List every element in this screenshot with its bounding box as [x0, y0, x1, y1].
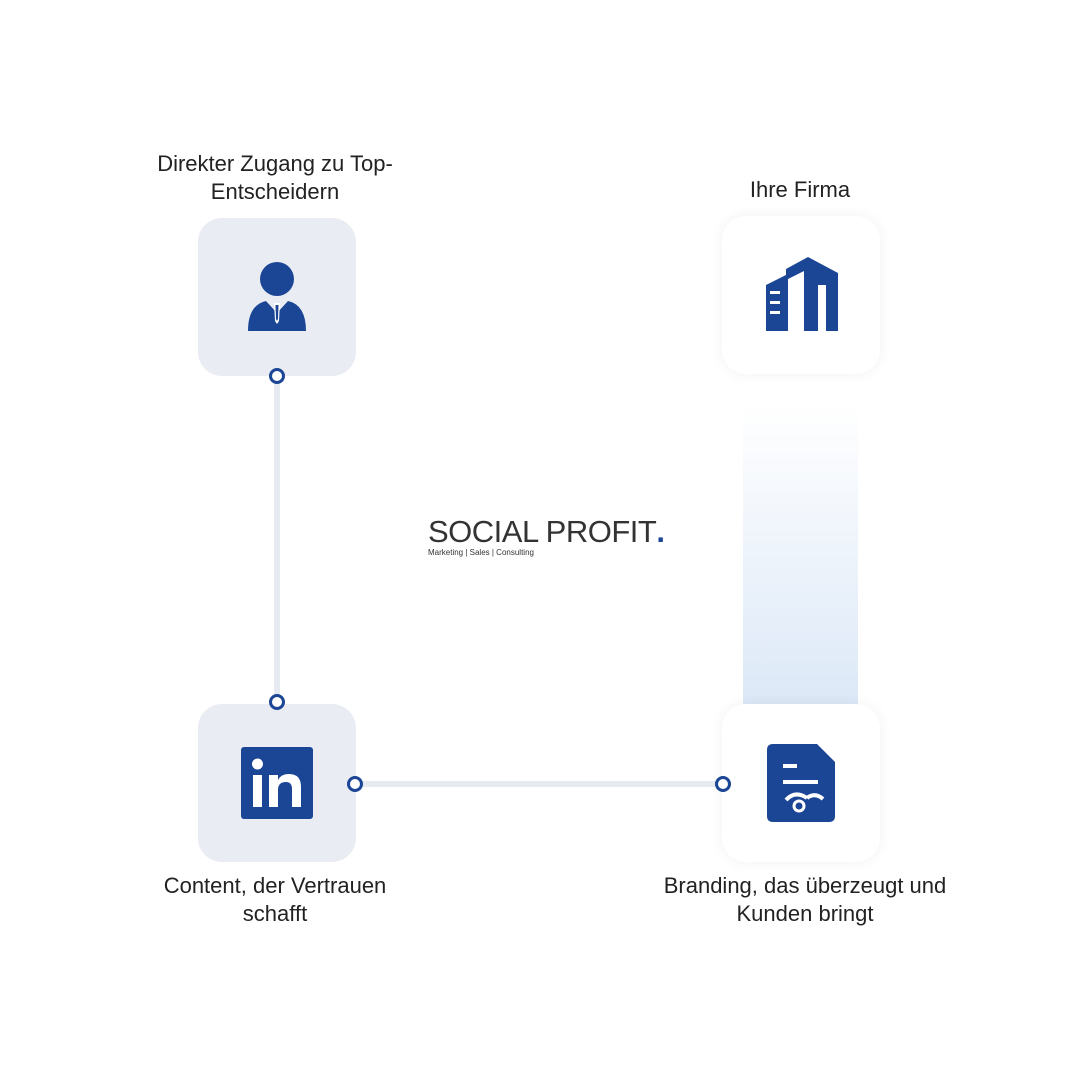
label-company: Ihre Firma — [749, 177, 851, 202]
connector-dot — [347, 776, 363, 792]
social-profit-logo: SOCIAL PROFIT. Marketing | Sales | Consu… — [428, 514, 665, 557]
label-branding: Branding, das überzeugt und Kunden bring… — [663, 873, 947, 926]
node-decision-makers — [198, 218, 356, 376]
connector-dot — [269, 368, 285, 384]
label-decision-makers: Direkter Zugang zu Top-Entscheidern — [157, 151, 393, 204]
signed-document-icon — [767, 744, 835, 822]
connector-horizontal — [356, 781, 722, 787]
logo-tagline: Marketing | Sales | Consulting — [428, 548, 534, 557]
node-content — [198, 704, 356, 862]
gradient-connector — [743, 405, 858, 705]
label-content: Content, der Vertrauen schafft — [163, 873, 387, 926]
connector-dot — [715, 776, 731, 792]
connector-vertical — [274, 378, 280, 702]
logo-name: SOCIAL PROFIT — [428, 514, 657, 549]
logo-dot: . — [656, 514, 665, 549]
node-company — [722, 216, 880, 374]
node-branding — [722, 704, 880, 862]
businessman-icon — [248, 262, 306, 331]
linkedin-icon — [241, 747, 313, 819]
connector-dot — [269, 694, 285, 710]
building-icon — [766, 257, 838, 331]
